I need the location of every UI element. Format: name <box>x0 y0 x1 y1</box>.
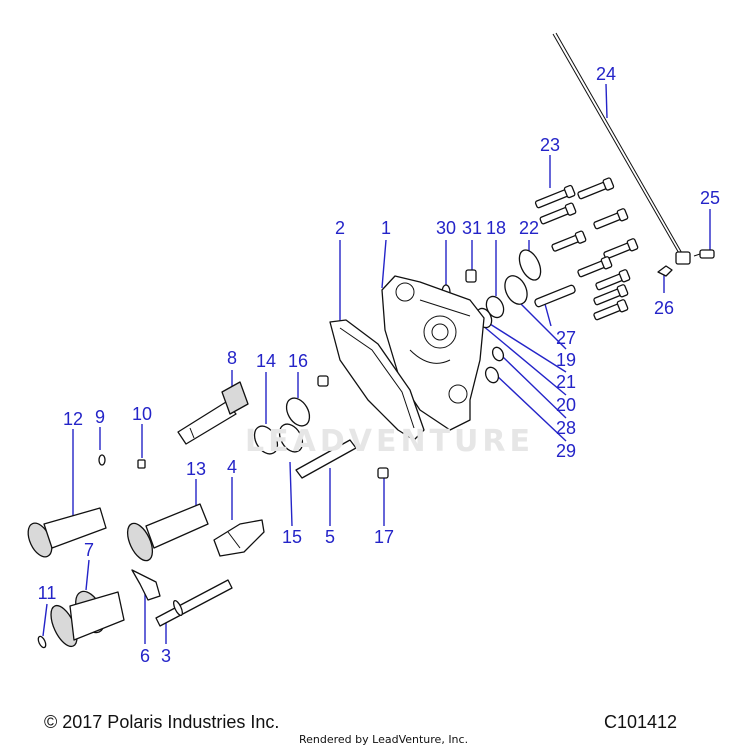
callout-1[interactable]: 1 <box>380 218 392 238</box>
callout-24[interactable]: 24 <box>595 64 617 84</box>
copyright-text: © 2017 Polaris Industries Inc. <box>44 712 280 732</box>
small-bushings <box>295 375 389 479</box>
callout-29[interactable]: 29 <box>555 441 577 461</box>
callout-19[interactable]: 19 <box>555 350 577 370</box>
bolt-cluster <box>534 177 639 321</box>
rendered-by-text: Rendered by LeadVenture, Inc. <box>299 733 469 746</box>
callout-8[interactable]: 8 <box>226 348 238 368</box>
callout-27[interactable]: 27 <box>555 328 577 348</box>
drawing-number: C101412 <box>604 712 678 732</box>
shaft-13 <box>126 503 209 562</box>
shaft-12 <box>27 507 107 558</box>
callout-15[interactable]: 15 <box>281 527 303 547</box>
callout-10[interactable]: 10 <box>131 404 153 424</box>
shift-shaft-3 <box>155 579 233 627</box>
callout-20[interactable]: 20 <box>555 395 577 415</box>
dipstick-part <box>552 32 691 265</box>
watermark: LEADVENTURE <box>245 424 534 459</box>
gasket-part <box>329 319 425 441</box>
callout-31[interactable]: 31 <box>461 218 483 238</box>
callout-9[interactable]: 9 <box>94 407 106 427</box>
callout-5[interactable]: 5 <box>324 527 336 547</box>
callout-11[interactable]: 11 <box>37 583 57 603</box>
callout-7[interactable]: 7 <box>83 540 95 560</box>
callout-6[interactable]: 6 <box>139 646 151 666</box>
bearings <box>253 397 311 455</box>
callout-14[interactable]: 14 <box>255 351 277 371</box>
callout-2[interactable]: 2 <box>334 218 346 238</box>
part-25-bolt <box>693 249 715 259</box>
shaft-8 <box>177 381 249 445</box>
part-27-pin <box>534 284 576 308</box>
callout-23[interactable]: 23 <box>539 135 561 155</box>
callout-4[interactable]: 4 <box>226 457 238 477</box>
callout-3[interactable]: 3 <box>160 646 172 666</box>
leader-lines <box>42 83 711 644</box>
small-clips <box>37 454 146 649</box>
callout-18[interactable]: 18 <box>485 218 507 238</box>
callout-13[interactable]: 13 <box>185 459 207 479</box>
callout-21[interactable]: 21 <box>555 372 577 392</box>
gear-assembly-7 <box>50 590 125 648</box>
callout-12[interactable]: 12 <box>62 409 84 429</box>
part-4-cam <box>213 519 265 557</box>
callout-25[interactable]: 25 <box>699 188 721 208</box>
shift-fork-6 <box>131 569 161 601</box>
callout-22[interactable]: 22 <box>518 218 540 238</box>
callout-28[interactable]: 28 <box>555 418 577 438</box>
callout-16[interactable]: 16 <box>287 351 309 371</box>
part-26-clip <box>657 265 673 277</box>
callout-17[interactable]: 17 <box>373 527 395 547</box>
callout-30[interactable]: 30 <box>435 218 457 238</box>
callout-26[interactable]: 26 <box>653 298 675 318</box>
